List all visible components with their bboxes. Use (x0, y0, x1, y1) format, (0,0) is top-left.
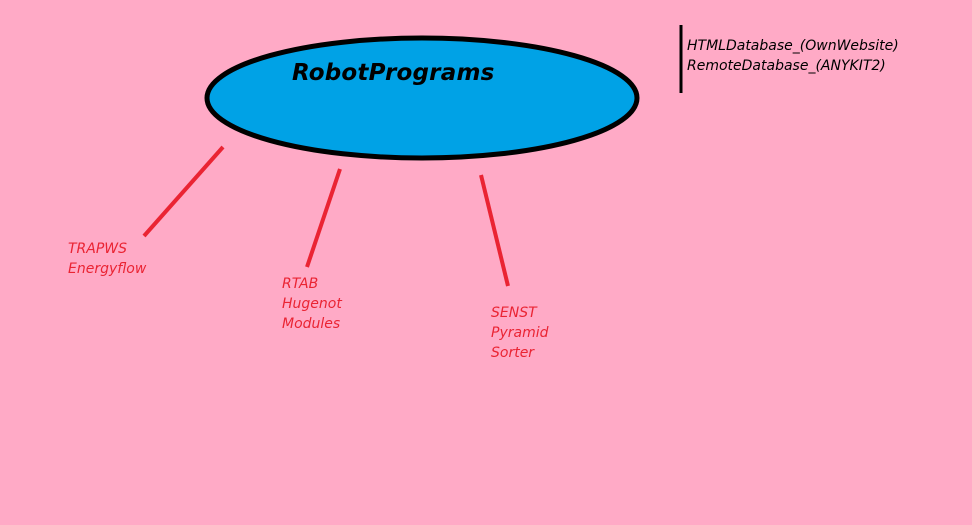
branch-label-line: Hugenot (282, 296, 342, 312)
branch-label-rtab: RTAB Hugenot Modules (282, 274, 342, 334)
center-node-label: RobotPrograms (292, 60, 495, 86)
side-note-line: RemoteDatabase_(ANYKIT2) (687, 58, 886, 74)
branch-label-line: TRAPWS (68, 241, 128, 257)
branch-line-rtab (305, 168, 342, 268)
branch-label-line: Modules (282, 316, 341, 332)
side-note: HTMLDatabase_(OwnWebsite) RemoteDatabase… (687, 36, 899, 76)
branch-line-trapws (142, 145, 225, 238)
branch-label-line: Pyramid (491, 325, 549, 341)
branch-label-trapws: TRAPWS Energyflow (68, 239, 146, 279)
branch-label-senst: SENST Pyramid Sorter (491, 303, 548, 363)
center-node-ellipse (204, 35, 640, 161)
side-note-line: HTMLDatabase_(OwnWebsite) (687, 38, 899, 54)
branch-line-senst (479, 174, 510, 287)
branch-label-line: SENST (491, 305, 537, 321)
branch-label-line: Sorter (491, 345, 535, 361)
branch-label-line: Energyflow (68, 261, 147, 277)
branch-label-line: RTAB (282, 276, 319, 292)
